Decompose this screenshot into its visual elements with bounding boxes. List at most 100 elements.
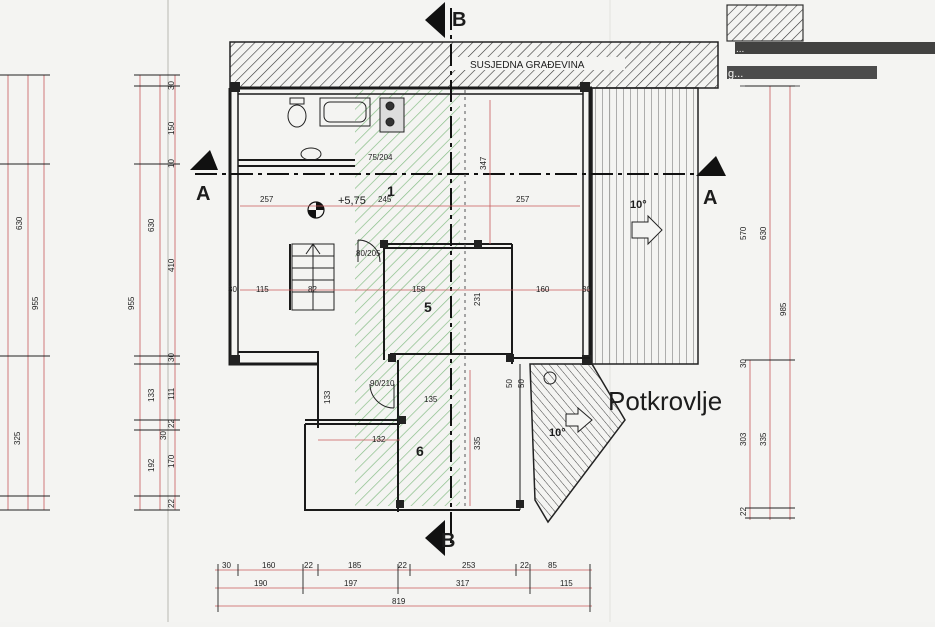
dim-right-570: 570: [739, 226, 748, 240]
right-dimensions: 570 630 985 30 303 335 22: [739, 226, 788, 516]
bottom-dimensions: 30 160 22 185 22 253 22 85 190 197 317 1…: [222, 561, 573, 606]
section-b-bottom-label: B: [441, 530, 455, 552]
dim-right-22: 22: [739, 507, 748, 516]
section-b-bottom-arrow: [425, 520, 445, 556]
dim-bottom-22c: 22: [520, 561, 529, 570]
dim-left-22b: 22: [167, 499, 176, 508]
dim-left-150: 150: [167, 121, 176, 135]
legend-text-2: g...: [728, 68, 743, 80]
dim-left-30-top: 30: [167, 81, 176, 90]
dim-bottom-253: 253: [462, 561, 476, 570]
dim-far-left-955: 955: [31, 296, 40, 310]
dim-left-10: 10: [167, 159, 176, 168]
section-a-right-arrow: [696, 156, 726, 176]
dim-bottom-115: 115: [560, 579, 573, 588]
neighbor-label-bg: [450, 57, 625, 70]
legend-text-1: ...: [736, 44, 744, 55]
dim-left-630: 630: [147, 218, 156, 232]
dim-room-30d: 30: [582, 285, 591, 294]
dim-room-245: 245: [378, 195, 392, 204]
legend-line-2: [727, 66, 877, 79]
dim-left-410: 410: [167, 258, 176, 272]
room-number-1: 1: [387, 183, 395, 199]
door-label-1: 75/204: [368, 153, 393, 162]
dim-room-158: 158: [412, 285, 426, 294]
dim-room-135: 135: [424, 395, 438, 404]
staircase: [291, 243, 335, 311]
legend-hatch-swatch: [726, 4, 804, 42]
dim-bottom-22b: 22: [398, 561, 407, 570]
section-b-top-label: B: [452, 9, 466, 31]
dim-left-30a: 30: [167, 353, 176, 362]
dim-bottom-819: 819: [392, 597, 406, 606]
dimension-lines-red: [7, 75, 791, 607]
exterior-walls: [228, 86, 592, 366]
dim-room-30c: 30: [228, 285, 237, 294]
dim-left-111: 111: [167, 387, 176, 400]
dim-room-257a: 257: [260, 195, 274, 204]
dim-room-231: 231: [473, 292, 482, 306]
dim-left-22a: 22: [167, 419, 176, 428]
dim-right-630: 630: [759, 226, 768, 240]
dim-room-160: 160: [536, 285, 550, 294]
dim-bottom-197: 197: [344, 579, 358, 588]
roof-slope-label-2: 10°: [549, 427, 566, 439]
dim-left-133: 133: [147, 388, 156, 402]
section-a-left-arrow: [190, 150, 218, 170]
dim-far-left-325: 325: [13, 431, 22, 445]
roof-triangle: [529, 363, 626, 524]
level-marker: [307, 201, 325, 219]
room-number-5: 5: [424, 299, 432, 315]
interior-walls: [238, 159, 590, 512]
roof-slope-arrow-2: [565, 406, 593, 434]
door-label-2: 80/205: [356, 249, 381, 258]
roof-slope-arrow-1: [631, 214, 663, 246]
dim-room-335: 335: [473, 436, 482, 450]
dim-left-192: 192: [147, 458, 156, 472]
dim-room-133: 133: [323, 390, 332, 404]
room-number-6: 6: [416, 443, 424, 459]
dim-left-170: 170: [167, 454, 176, 468]
dim-room-50a: 50: [505, 379, 514, 388]
dim-bottom-317: 317: [456, 579, 470, 588]
dim-room-50b: 50: [517, 379, 526, 388]
dim-left-955: 955: [127, 296, 136, 310]
dim-room-115: 115: [256, 285, 269, 294]
wall-corners: [230, 82, 592, 365]
dim-room-347: 347: [479, 156, 488, 170]
section-highlight-strip: [355, 90, 460, 506]
dim-right-30: 30: [739, 359, 748, 368]
dim-left-30b: 30: [159, 431, 168, 440]
dim-far-left-630: 630: [15, 216, 24, 230]
legend-line-1: [735, 42, 935, 54]
dim-room-257b: 257: [516, 195, 530, 204]
dim-right-303: 303: [739, 432, 748, 446]
dim-bottom-190: 190: [254, 579, 268, 588]
legend: ... g...: [726, 4, 935, 87]
dim-bottom-160: 160: [262, 561, 276, 570]
dim-bottom-185: 185: [348, 561, 362, 570]
bathroom-fixtures: [287, 97, 405, 161]
door-label-3: 90/210: [370, 379, 395, 388]
interior-wall-posts: [380, 240, 524, 508]
section-a-left-label: A: [196, 183, 210, 205]
section-a-right-label: A: [703, 187, 717, 209]
dim-bottom-22a: 22: [304, 561, 313, 570]
section-b-top-arrow: [425, 2, 445, 38]
dim-bottom-30: 30: [222, 561, 231, 570]
floor-name-label: Potkrovlje: [608, 386, 722, 416]
dim-room-132: 132: [372, 435, 386, 444]
room-dimensions: 257 245 257 347 115 82 158 231 160 30 30…: [228, 156, 591, 450]
neighbor-building-label: SUSJEDNA GRAĐEVINA: [470, 60, 585, 71]
left-dimensions: 30 150 10 630 955 410 30 133 111 22 192 …: [13, 81, 176, 508]
dim-right-985: 985: [779, 302, 788, 316]
dim-bottom-85: 85: [548, 561, 557, 570]
dim-room-82: 82: [308, 285, 317, 294]
dimension-ticks: [0, 74, 795, 612]
door-swings: [357, 239, 395, 409]
level-mark-text: +5,75: [338, 195, 366, 207]
roof-slope-label-1: 10°: [630, 199, 647, 211]
dim-right-335: 335: [759, 432, 768, 446]
